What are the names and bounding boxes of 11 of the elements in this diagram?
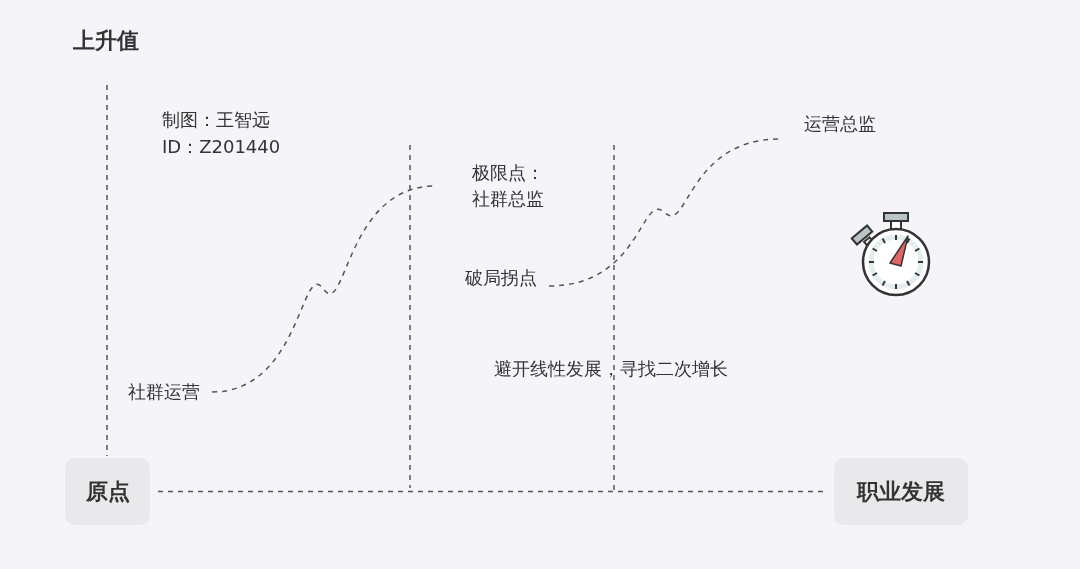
axis-title: 上升值 bbox=[73, 28, 139, 54]
connector-line bbox=[548, 138, 781, 287]
annotation-text: 避开线性发展，寻找二次增长 bbox=[494, 357, 728, 381]
milestone-text: 极限点：社群总监 bbox=[466, 160, 550, 212]
origin-box: 原点 bbox=[65, 458, 150, 525]
axis-box: 职业发展 bbox=[834, 458, 968, 525]
milestone-text: 破局拐点 bbox=[465, 265, 537, 291]
id-note: ID：Z201440 bbox=[162, 135, 281, 159]
milestone-text: 社群运营 bbox=[128, 379, 200, 405]
milestone-text: 运营总监 bbox=[804, 111, 876, 137]
author-note: 制图：王智远 bbox=[162, 108, 270, 132]
